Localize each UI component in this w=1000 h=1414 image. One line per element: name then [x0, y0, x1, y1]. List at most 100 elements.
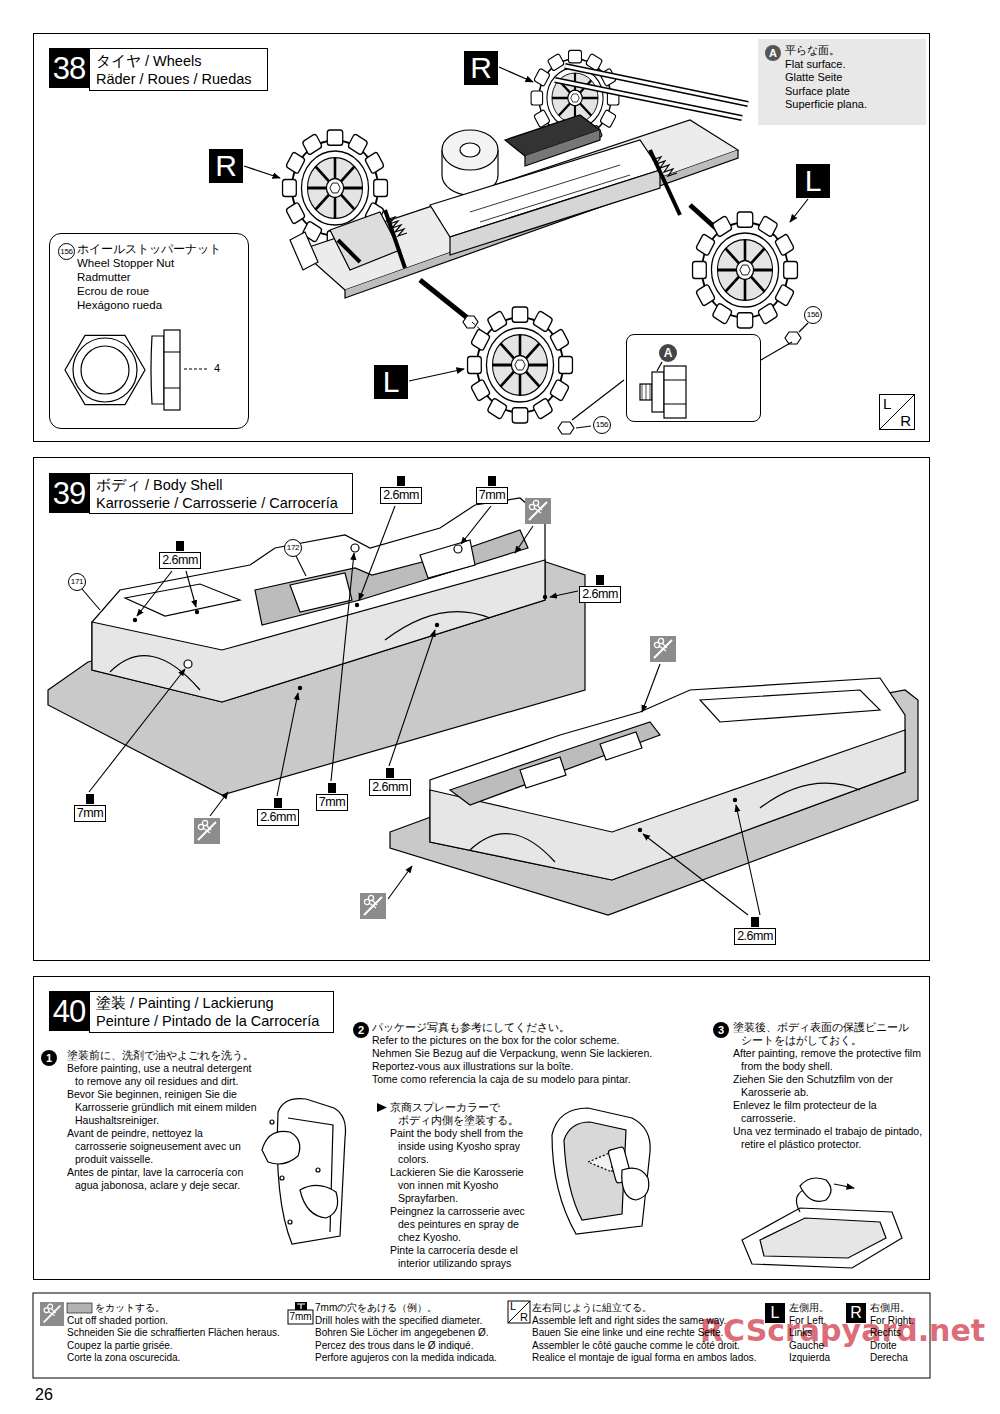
- washing-illustration: [270, 1120, 274, 1124]
- chassis: [463, 316, 478, 328]
- wheel: [693, 212, 798, 328]
- instruction-text: 京商スプレーカラーで ボディ内側を塗装する。: [390, 1101, 540, 1127]
- step-title: Räder / Roues / Ruedas: [96, 70, 261, 88]
- step-number: 1: [41, 1050, 57, 1066]
- instruction-text: Avant de peindre, nettoyez la carrosseri…: [67, 1127, 257, 1166]
- legend-text: 左側用。: [789, 1302, 829, 1314]
- body-shell: [92, 560, 545, 702]
- drill-marker: 7mm: [475, 476, 509, 506]
- step-number: 38: [53, 53, 85, 84]
- legend-text: 7mmの穴をあける（例）。: [315, 1302, 437, 1314]
- chassis: [555, 66, 748, 118]
- body-shell: [430, 730, 905, 880]
- page-number: 26: [35, 1388, 53, 1401]
- drill-size: 7mm: [316, 794, 348, 811]
- note-box: 平らな面。Flat surface.Glatte SeiteSurface pl…: [785, 44, 867, 112]
- step-title-box: タイヤ / WheelsRäder / Roues / Ruedas: [89, 48, 268, 91]
- drill-size: 7mm: [476, 487, 508, 504]
- nut-drawing: [184, 368, 208, 369]
- legend-text: Perfore agujeros con la medida indicada.: [315, 1352, 497, 1364]
- callout-letter: A: [659, 344, 677, 362]
- step-title: タイヤ / Wheels: [96, 52, 261, 70]
- side-letter: R: [470, 53, 492, 83]
- nut-detail: [640, 384, 652, 400]
- hole: [351, 544, 359, 552]
- step-title-box: ボディ / Body ShellKarrosserie / Carrosseri…: [89, 473, 353, 514]
- instruction-text: After painting, remove the protective fi…: [733, 1047, 923, 1073]
- callout-number: 156: [596, 421, 608, 429]
- hole: [454, 545, 462, 553]
- wheel-nut: [558, 422, 574, 434]
- drill-icon: [596, 575, 604, 585]
- nut-drawing: [65, 330, 208, 410]
- leader-line: [643, 834, 748, 915]
- leader-line: [82, 589, 100, 610]
- step-title-box: 塗装 / Painting / LackierungPeinture / Pin…: [89, 991, 334, 1033]
- callout-number: 156: [58, 243, 75, 260]
- hole: [133, 618, 137, 622]
- instruction-text: Antes de pintar, lave la carrocería con …: [67, 1166, 257, 1192]
- watermark: RCScrapyard.net: [700, 1316, 985, 1346]
- nut-detail: [664, 366, 686, 418]
- legend-text: For Right.: [870, 1315, 914, 1327]
- hole: [184, 544, 462, 668]
- part-name: Hexágono rueda: [77, 298, 221, 312]
- leader-line: [550, 591, 578, 597]
- hole: [355, 603, 359, 607]
- chassis: [442, 130, 498, 170]
- leader-line: [736, 805, 760, 915]
- step-number-box: 40: [49, 991, 89, 1031]
- side-letter: L: [883, 395, 891, 412]
- cut-symbol: [525, 498, 551, 524]
- side-letter: R: [900, 412, 911, 429]
- step-title: Peinture / Pintado de la Carrocería: [96, 1012, 327, 1030]
- step-title: 塗装 / Painting / Lackierung: [96, 994, 327, 1012]
- drill-marker: 2.6mm: [380, 476, 422, 506]
- leader-line: [244, 67, 808, 428]
- leader-line: [499, 67, 533, 82]
- callout-number: 156: [807, 311, 819, 319]
- drill-marker: 2.6mm: [734, 917, 776, 947]
- spray-illustration: [622, 1168, 649, 1200]
- legend-text: 右側用。: [870, 1302, 910, 1314]
- leader-line: [799, 323, 808, 332]
- side-tag: L: [374, 365, 408, 399]
- step-number: 3: [718, 1025, 724, 1036]
- leader-line: [515, 526, 533, 553]
- instruction-text: Refer to the pictures on the box for the…: [372, 1034, 702, 1047]
- leader-line: [82, 506, 760, 915]
- hole: [133, 595, 737, 832]
- bullet-arrow: [377, 1103, 387, 1112]
- body-shell: [255, 530, 528, 625]
- lr-symbol: LR: [879, 394, 915, 430]
- washing-illustration: [262, 1131, 300, 1164]
- legend-text: Links: [789, 1327, 812, 1339]
- leader-line: [186, 571, 196, 607]
- side-letter: L: [805, 166, 822, 196]
- spray-illustration: [588, 1152, 612, 1172]
- nut-drawing: [81, 346, 129, 394]
- drill-marker: 2.6mm: [579, 575, 621, 605]
- legend-text: Assembler le côté gauche comme le côté d…: [532, 1340, 740, 1352]
- legend-strip: [33, 1293, 930, 1378]
- instruction-text: Reportez-vous aux illustrations sur la b…: [372, 1060, 702, 1073]
- callout-number: 172: [287, 544, 299, 552]
- instruction-text: Paint the body shell from the inside usi…: [390, 1127, 540, 1166]
- legend-strip: [67, 1303, 92, 1313]
- leader-line: [388, 866, 412, 899]
- legend-strip: [288, 1310, 313, 1324]
- nut-detail: [642, 384, 650, 400]
- step-number: 1: [46, 1053, 52, 1064]
- instruction-text: Enlevez le film protecteur de la carross…: [733, 1099, 923, 1125]
- side-tag: L: [796, 164, 830, 198]
- leader-line: [657, 362, 662, 371]
- chassis: [470, 165, 630, 222]
- note-text: 平らな面。: [785, 44, 867, 58]
- drill-marker: 2.6mm: [257, 798, 299, 828]
- hole: [184, 660, 192, 668]
- body-shell: [470, 783, 860, 862]
- drill-size: 2.6mm: [159, 552, 201, 569]
- nut-drawing: [164, 330, 180, 410]
- note-text: Flat surface.: [785, 58, 867, 72]
